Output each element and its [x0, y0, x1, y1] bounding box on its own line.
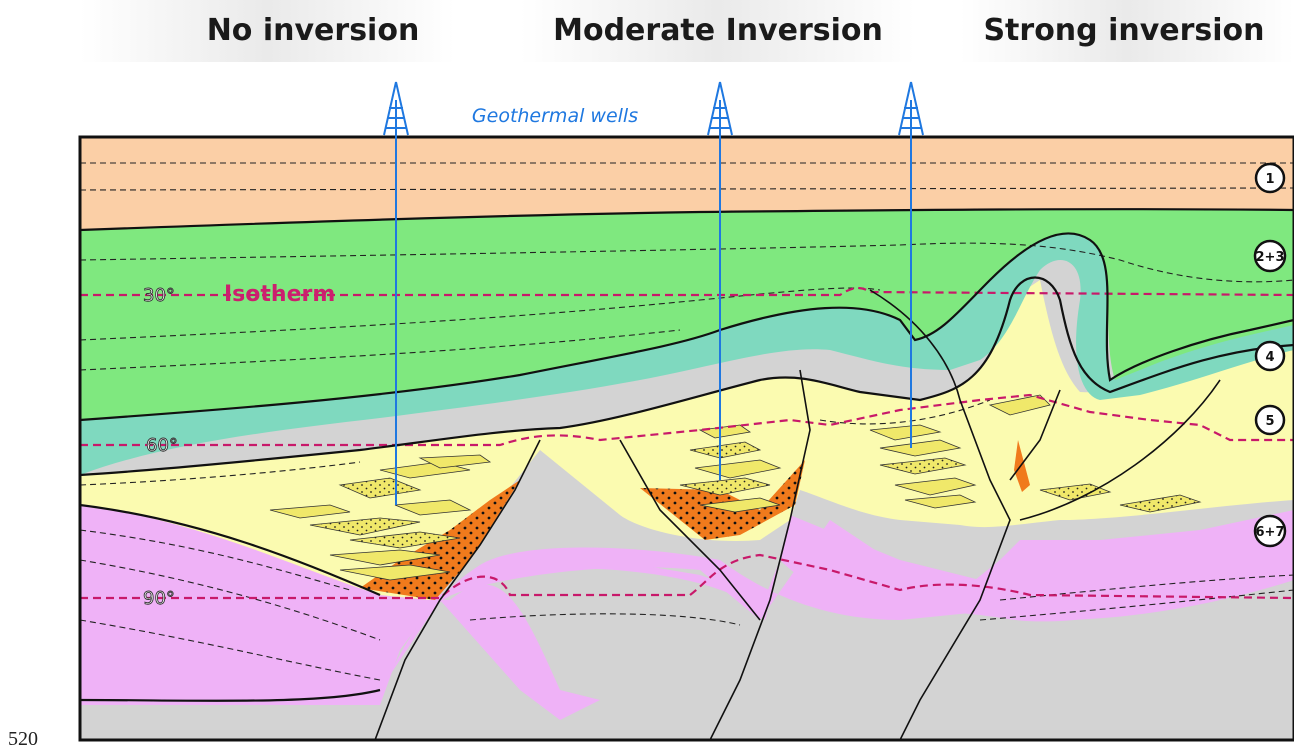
orange-fan-middle-dots: [640, 460, 805, 540]
isotherm-temp-60: 60°: [146, 435, 178, 456]
boundary-top-2-3: [80, 208, 1294, 232]
unit-marker-1: 1: [1265, 172, 1274, 187]
unit-marker-2-3: 2+3: [1256, 250, 1285, 265]
boundary-top-5: [80, 276, 1294, 477]
isotherm-temp-90: 90°: [143, 588, 175, 609]
boundary-base-6-7: [80, 688, 381, 702]
bedding-lines: [80, 162, 1294, 681]
unit-markers: 1 2+3 4 5 6+7: [1253, 162, 1287, 548]
sand-lens-dots: [310, 442, 1200, 548]
side-number: 520: [8, 728, 38, 747]
section-frame: [78, 135, 1294, 742]
header-banner-left: [80, 0, 455, 62]
well-1: [383, 81, 409, 505]
unit-6-7-fill: [80, 500, 1294, 705]
header-strong-inversion: Strong inversion: [983, 13, 1264, 48]
faults: [374, 289, 1221, 740]
header-no-inversion: No inversion: [207, 13, 420, 48]
boundary-top-4: [80, 232, 1294, 422]
isotherm-90: [80, 553, 1294, 600]
header-banner-middle: [520, 0, 915, 62]
isotherm-60: [80, 393, 1294, 447]
header-moderate-inversion: Moderate Inversion: [553, 13, 883, 48]
isotherm-label: Isotherm: [224, 282, 335, 307]
unit-2-3-layer: [80, 209, 1294, 420]
section-layers: [80, 137, 1294, 740]
orange-fan-right: [1014, 440, 1030, 492]
unit-marker-6-7: 6+7: [1256, 525, 1285, 540]
isotherm-30: [80, 286, 1294, 297]
header-banner-right: [960, 0, 1294, 62]
unit-marker-5: 5: [1265, 414, 1274, 429]
geothermal-wells-label: Geothermal wells: [472, 105, 638, 127]
wells: [383, 81, 924, 505]
well-3: [898, 81, 924, 448]
isotherm-temp-30: 30°: [143, 285, 175, 306]
well-2: [707, 81, 733, 480]
boundary-top-6-7: [80, 503, 381, 597]
unit-1-layer: [80, 137, 1294, 230]
unit-marker-4: 4: [1265, 350, 1274, 365]
